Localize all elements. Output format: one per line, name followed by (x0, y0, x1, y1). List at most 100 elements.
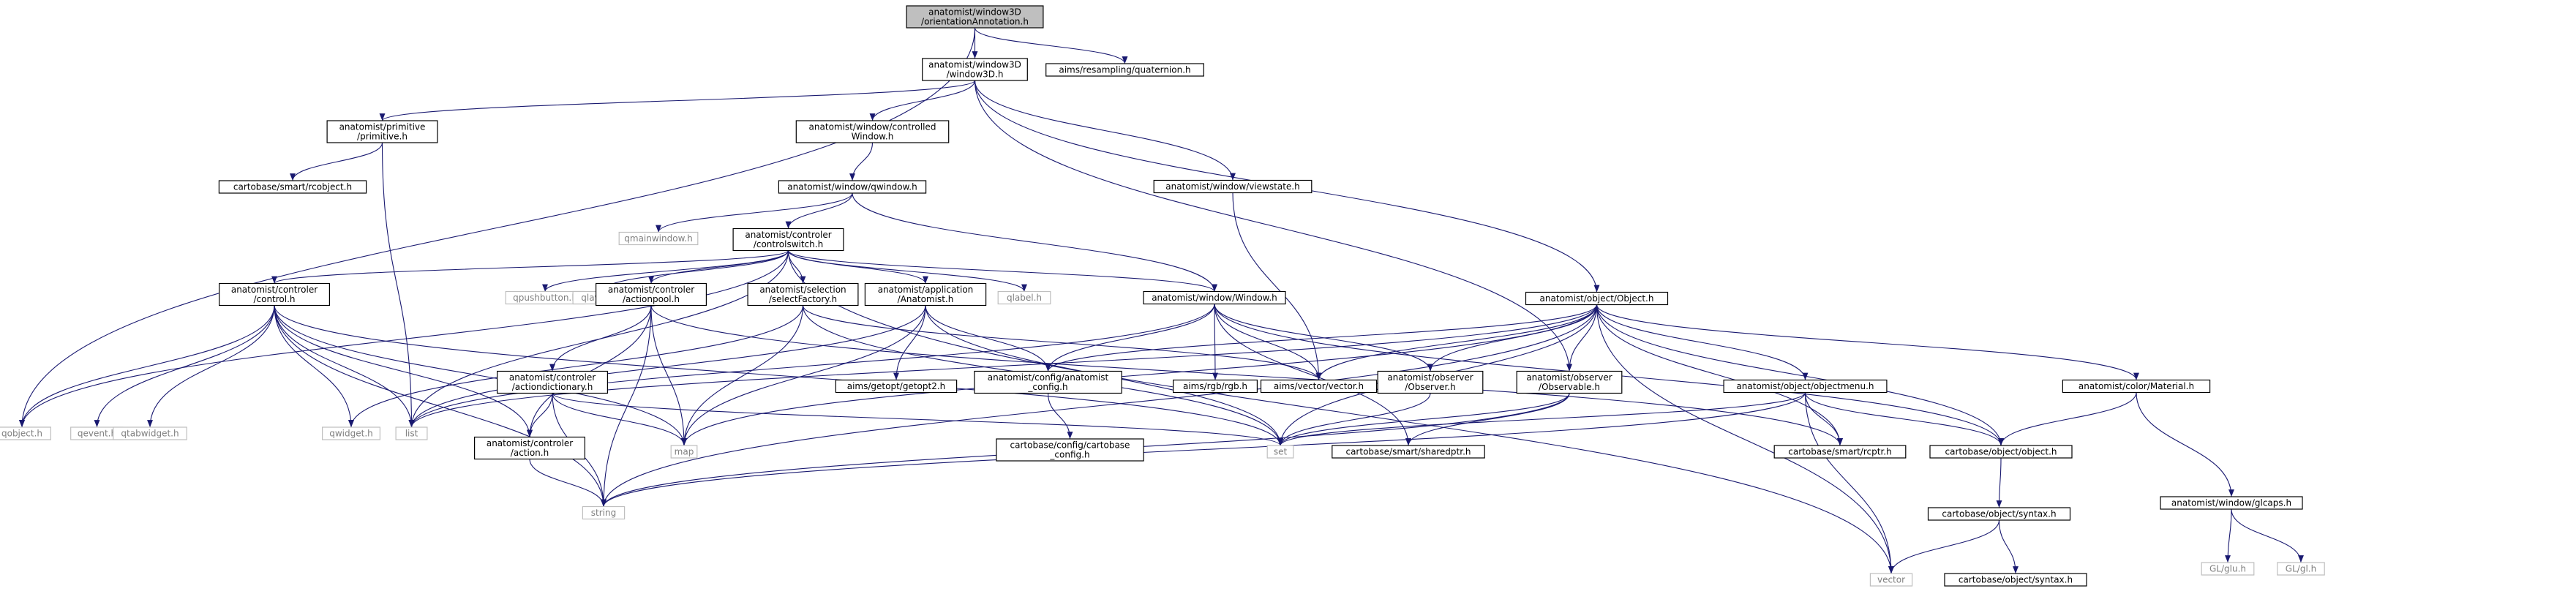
edge-actionpool-to-map (650, 305, 687, 446)
node-primitive[interactable]: anatomist/primitive/primitive.h (326, 120, 438, 143)
node-qobjecth: qobject.h (0, 426, 52, 440)
node-syntax2[interactable]: cartobase/object/syntax.h (1944, 573, 2087, 587)
edge-control-to-qobjecth (19, 305, 275, 428)
node-objecth[interactable]: cartobase/object/object.h (1929, 445, 2073, 459)
node-qpushbutton: qpushbutton.h (505, 290, 585, 305)
node-label-line: /window3D.h (947, 69, 1004, 80)
edge-windowh-to-anaconfig (1045, 304, 1215, 372)
edge-control-to-map (274, 305, 687, 446)
node-label-line: aims/getopt/getopt2.h (847, 381, 946, 391)
node-label-line: qobject.h (1, 429, 42, 439)
edge-selectfactory-to-qwidget (348, 305, 804, 428)
edge-primitive-to-list (381, 142, 415, 428)
node-rcptr[interactable]: cartobase/smart/rcptr.h (1773, 445, 1907, 459)
edge-syntaxh-to-vector (1888, 519, 2000, 574)
node-label-line: _config.h (1049, 450, 1089, 460)
node-window3d[interactable]: anatomist/window3D/window3D.h (922, 58, 1028, 81)
node-box (747, 282, 859, 307)
node-label-line: list (405, 429, 418, 439)
node-root[interactable]: anatomist/window3D/orientationAnnotation… (906, 5, 1044, 29)
node-observer[interactable]: anatomist/observer/Observer.h (1377, 370, 1484, 394)
node-syntaxh[interactable]: cartobase/object/syntax.h (1927, 507, 2071, 521)
node-box (219, 282, 331, 307)
node-label-line: map (675, 447, 694, 457)
node-label-line: aims/rgb/rgb.h (1183, 381, 1247, 391)
node-label-line: /control.h (253, 294, 295, 304)
node-getopt[interactable]: aims/getopt/getopt2.h (835, 379, 958, 394)
node-label-line: anatomist/color/Material.h (2079, 381, 2194, 391)
node-label-line: /Observable.h (1539, 382, 1600, 392)
node-box (322, 426, 381, 440)
node-box (618, 231, 699, 246)
edge-selectfactory-to-vectorh (802, 305, 1322, 380)
node-label-line: anatomist/config/anatomist (988, 372, 1109, 383)
node-box (1260, 379, 1378, 394)
edge-anatomisth-to-list (408, 305, 926, 428)
node-object[interactable]: anatomist/object/Object.h (1525, 291, 1669, 306)
node-cartoconfig[interactable]: cartobase/config/cartobase_config.h (996, 438, 1144, 462)
edge-object-to-objectmenu (1596, 304, 1809, 380)
node-box (906, 5, 1044, 29)
node-windowh[interactable]: anatomist/window/Window.h (1143, 290, 1286, 305)
edge-object-to-material (1596, 304, 2139, 380)
node-rcobject[interactable]: cartobase/smart/rcobject.h (218, 180, 367, 194)
node-actionpool[interactable]: anatomist/controler/actionpool.h (595, 282, 707, 307)
node-glcaps[interactable]: anatomist/window/glcaps.h (2160, 496, 2303, 510)
edge-actiondictionary-to-set (552, 393, 1283, 446)
node-label-line: cartobase/object/object.h (1945, 447, 2057, 457)
edge-actiondictionary-to-map (552, 393, 687, 446)
edge-objecth-to-syntaxh (1996, 457, 2002, 508)
node-label-line: anatomist/object/Object.h (1540, 293, 1654, 304)
node-box (922, 58, 1028, 81)
node-actiondictionary[interactable]: anatomist/controler/actiondictionary.h (496, 370, 608, 394)
node-qwidget: qwidget.h (322, 426, 381, 440)
node-box (732, 228, 844, 252)
edge-objectmenu-to-set (1277, 392, 1806, 446)
node-sharedptr[interactable]: cartobase/smart/sharedptr.h (1332, 445, 1485, 459)
node-label-line: anatomist/controler (608, 285, 694, 295)
edge-window3d-to-viewstate (974, 80, 1236, 181)
node-box (1172, 379, 1258, 394)
node-vectorh[interactable]: aims/vector/vector.h (1260, 379, 1378, 394)
edge-object-to-anaconfig (1045, 304, 1598, 372)
node-controlswitch[interactable]: anatomist/controler/controlswitch.h (732, 228, 844, 252)
node-box (997, 290, 1051, 305)
node-qwindow[interactable]: anatomist/window/qwindow.h (778, 180, 927, 194)
node-viewstate[interactable]: anatomist/window/viewstate.h (1153, 179, 1313, 194)
edge-control-to-string (274, 305, 607, 507)
node-label-line: anatomist/window/controlled (809, 122, 936, 132)
node-label-line: anatomist/window3D (928, 7, 1021, 18)
node-control[interactable]: anatomist/controler/control.h (219, 282, 331, 307)
node-list: list (395, 426, 428, 440)
node-objectmenu[interactable]: anatomist/object/objectmenu.h (1723, 379, 1888, 394)
edge-windowh-to-list (408, 304, 1215, 428)
node-label-line: /action.h (511, 448, 549, 458)
node-selectfactory[interactable]: anatomist/selection/selectFactory.h (747, 282, 859, 307)
node-box (2062, 379, 2211, 394)
node-qtabwidget: qtabwidget.h (113, 426, 187, 440)
node-qlabel: qlabel.h (997, 290, 1051, 305)
node-box (2160, 496, 2303, 510)
node-rgb[interactable]: aims/rgb/rgb.h (1172, 379, 1258, 394)
node-anatomisth[interactable]: anatomist/application/Anatomist.h (864, 282, 987, 307)
node-action[interactable]: anatomist/controler/action.h (473, 436, 585, 460)
node-observable[interactable]: anatomist/observer/Observable.h (1516, 370, 1623, 394)
node-material[interactable]: anatomist/color/Material.h (2062, 379, 2211, 394)
node-label-line: anatomist/controler (487, 438, 573, 448)
edge-object-to-map (681, 304, 1598, 446)
node-quaternion[interactable]: aims/resampling/quaternion.h (1045, 63, 1204, 77)
edge-primitive-to-rcobject (290, 142, 383, 181)
node-box (113, 426, 187, 440)
node-box (1869, 573, 1913, 587)
edge-control-to-qwidget (274, 305, 354, 428)
edge-observable-to-sharedptr (1405, 393, 1570, 446)
edge-objectmenu-to-objecth (1804, 392, 2004, 446)
node-box (1929, 445, 2073, 459)
node-box (996, 438, 1144, 462)
node-label-line: cartobase/smart/sharedptr.h (1345, 447, 1471, 457)
node-label-line: string (591, 508, 616, 518)
edge-objectmenu-to-string (601, 392, 1806, 507)
edge-glcaps-to-gl (2231, 508, 2304, 563)
node-anaconfig[interactable]: anatomist/config/anatomist_config.h (974, 370, 1122, 394)
